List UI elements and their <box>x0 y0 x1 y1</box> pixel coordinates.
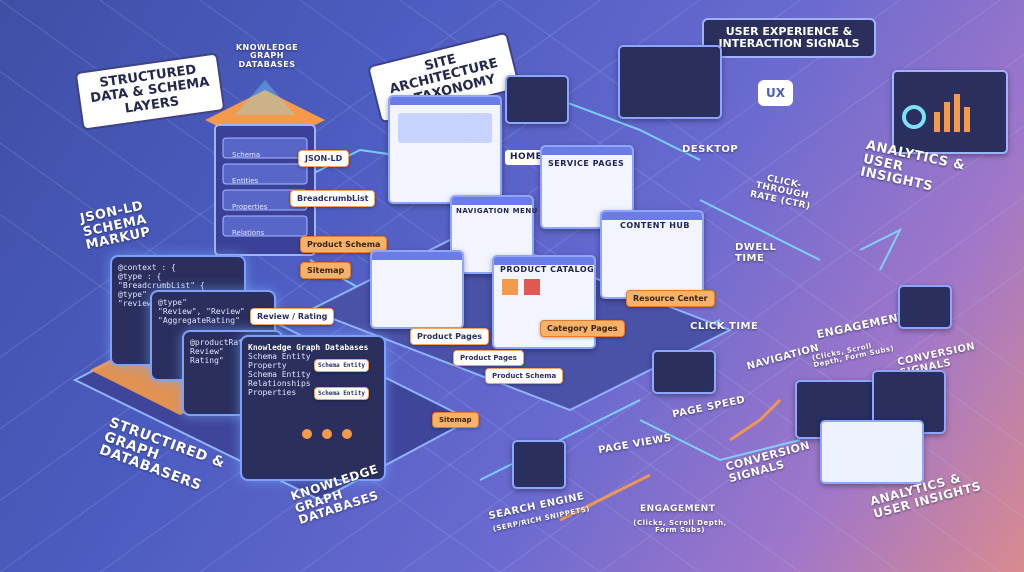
shirt-icon <box>502 279 518 295</box>
entity-item: Schema Entity <box>248 352 311 361</box>
db-row: Properties <box>232 203 268 211</box>
graph-node-icon <box>322 429 332 439</box>
code-line: @productRating :{ <box>190 338 272 347</box>
db-row: Relations <box>232 229 265 237</box>
schema-entity-node: Schema Entity <box>314 387 369 400</box>
shirt-icon <box>524 279 540 295</box>
schema-entity-node: Schema Entity <box>314 359 369 372</box>
graph-node-icon <box>342 429 352 439</box>
database-stack-icon <box>205 80 325 256</box>
product-catalog-label: Product Catalog <box>500 265 595 274</box>
navigation-menu-label: Navigation Menu <box>456 207 538 215</box>
engagement-label-bottom: Engagement <box>640 504 716 514</box>
knowledge-graph-label-top: Knowledge Graph Databases <box>235 43 299 69</box>
graph-nodes <box>302 429 352 439</box>
code-line: "Review", "Review" <box>158 307 245 316</box>
knowledge-panel-title: Knowledge Graph Databases <box>248 343 369 352</box>
entity-item: Property <box>248 361 287 370</box>
json-ld-tag: JSON-LD <box>298 150 350 167</box>
page-card <box>370 250 464 329</box>
ux-signals-title: User Experience & Interaction Signals <box>702 18 876 59</box>
code-line: @type" <box>118 290 147 299</box>
pie-chart-card-icon <box>820 420 924 484</box>
breadcrumb-list-tag: BreadcrumbList <box>290 190 376 207</box>
code-line: "BreadcrumbList" { <box>118 281 205 290</box>
engagement-sub-bottom: (Clicks, Scroll Depth, Form Subs) <box>633 519 727 535</box>
sitemap-tag-small: Sitemap <box>432 412 479 428</box>
product-pages-tag: Product Pages <box>410 328 490 345</box>
click-time-label: Click Time <box>690 321 759 332</box>
ux-bubble: UX <box>758 80 793 106</box>
product-schema-tag-2: Product Schema <box>485 368 564 384</box>
bar-chart-icon <box>902 94 970 132</box>
knowledge-graph-panel: Knowledge Graph Databases Schema Entity … <box>240 335 386 481</box>
db-row: Schema <box>232 151 261 159</box>
graph-node-icon <box>302 429 312 439</box>
resource-center-tag: Resource Center <box>626 290 715 307</box>
server-icon <box>898 285 952 329</box>
search-monitor-icon <box>512 440 566 489</box>
desktop-label: Desktop <box>682 144 739 155</box>
entity-item: Schema Entity <box>248 370 311 379</box>
entity-item: Properties <box>248 388 297 397</box>
db-row: Entities <box>232 177 259 185</box>
analytics-dashboard-icon <box>892 70 1008 154</box>
service-pages-label: Service Pages <box>548 159 625 168</box>
code-monitor-icon <box>505 75 569 124</box>
homepage-card <box>388 95 502 204</box>
code-line: Review" <box>190 347 224 356</box>
desktop-monitor-icon <box>618 45 722 119</box>
review-rating-tag: Review / Rating <box>250 308 335 325</box>
dwell-time-label: Dwell Time <box>735 242 777 264</box>
laptop-icon <box>652 350 716 394</box>
code-line: @context : { <box>118 263 176 272</box>
content-hub-card <box>600 210 704 299</box>
code-line: "AggregateRating" <box>158 316 240 325</box>
code-line: @type" <box>158 298 187 307</box>
code-line: Rating" <box>190 356 224 365</box>
content-hub-label: Content Hub <box>620 221 691 230</box>
product-schema-tag: Product Schema <box>300 236 388 253</box>
code-line: @type : { <box>118 272 162 281</box>
sitemap-tag: Sitemap <box>300 262 352 279</box>
product-pages-tag-2: Product Pages <box>453 350 524 366</box>
entity-item: Relationships <box>248 379 311 388</box>
category-pages-tag: Category Pages <box>540 320 625 337</box>
